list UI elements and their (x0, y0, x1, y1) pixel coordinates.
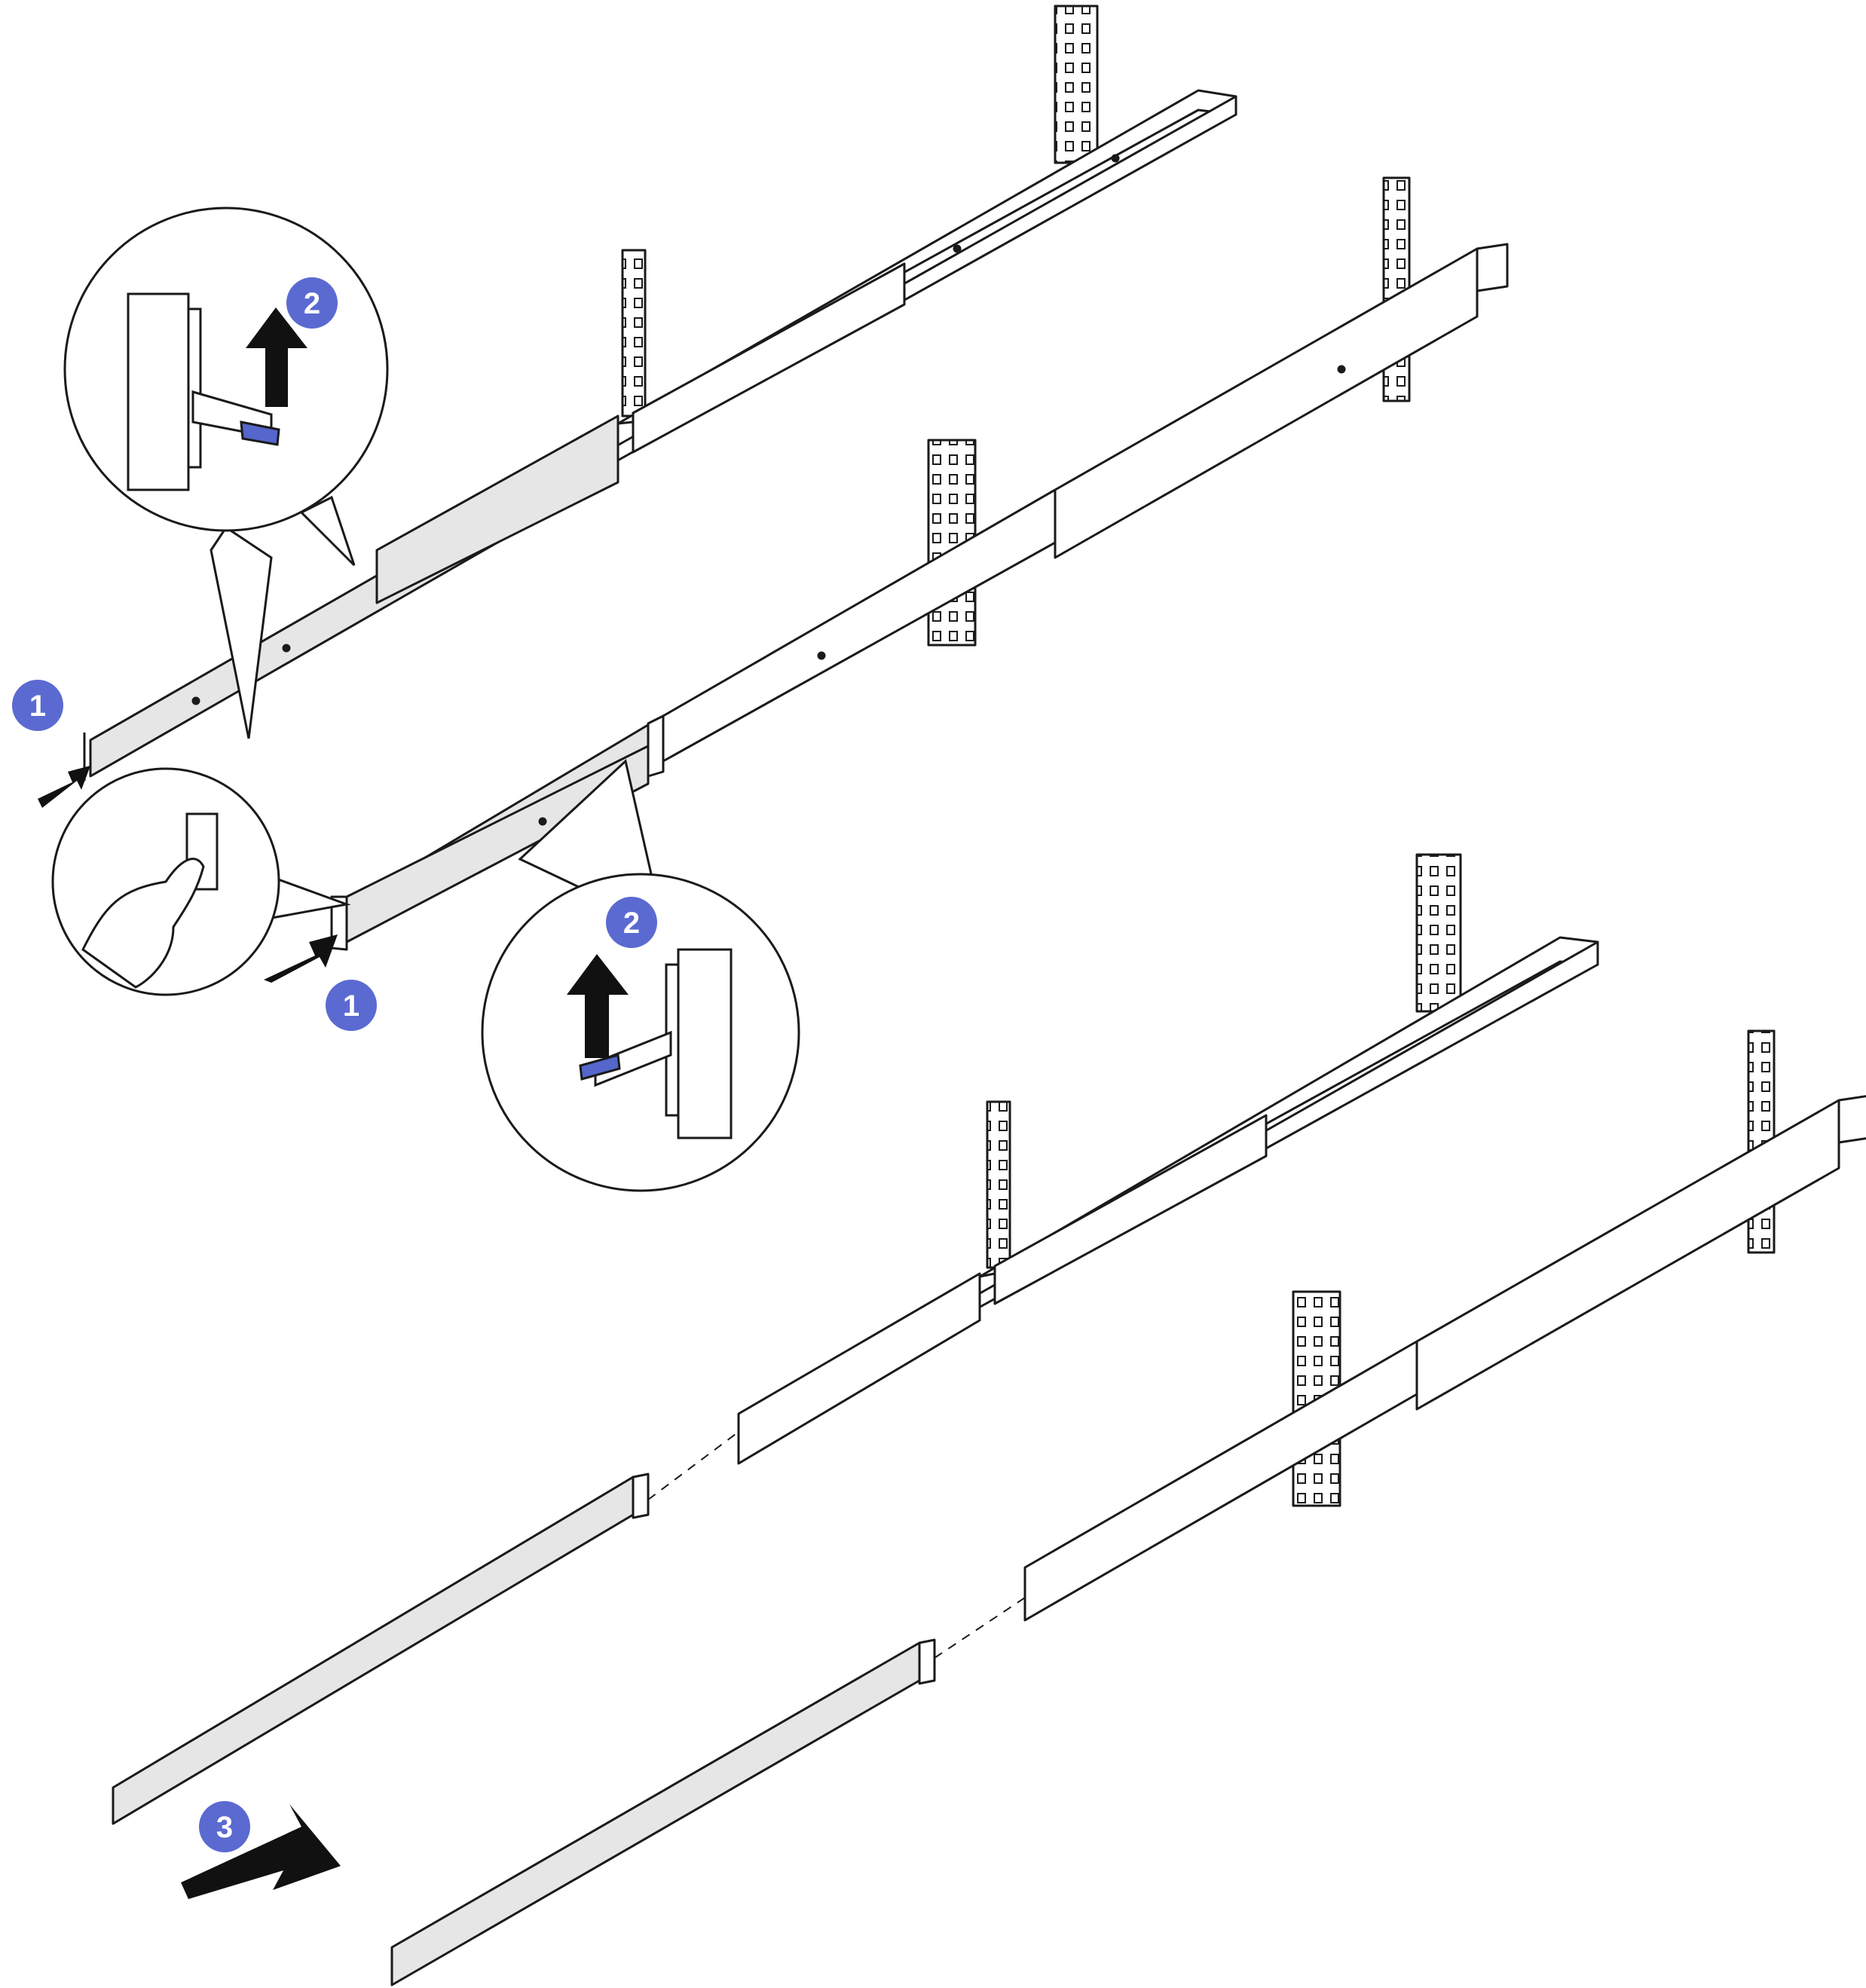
bottom-assembly (112, 853, 1866, 1986)
step-badge: 2 (606, 897, 657, 948)
lever-icon (579, 948, 733, 1139)
rack-post (1054, 5, 1099, 164)
arrow-icon (38, 766, 90, 808)
step-label: 3 (216, 1811, 233, 1844)
arrow-icon (246, 307, 307, 407)
rail-right-upper (330, 243, 1509, 951)
step-label: 1 (343, 989, 359, 1023)
step-label: 1 (29, 690, 46, 723)
step-badge: 2 (286, 277, 338, 329)
detached-rail-right (390, 1638, 936, 1986)
rack-post (621, 249, 647, 417)
rack-post (1415, 853, 1462, 1013)
step-badge: 1 (12, 680, 63, 731)
arrow-icon (567, 954, 629, 1058)
detached-rail-left (112, 1473, 650, 1825)
callout-lever-mid (481, 759, 800, 1192)
lever-icon (127, 292, 280, 491)
step-badge: 1 (326, 980, 377, 1031)
callout-hand (51, 767, 351, 996)
callout-lever-top (63, 206, 389, 739)
arrow-icon (264, 934, 338, 983)
alignment-guide (934, 1597, 1026, 1659)
rack-post (986, 1100, 1011, 1269)
step-label: 2 (623, 907, 640, 940)
rail-right-lower (1023, 1095, 1866, 1622)
step-badge: 3 (199, 1801, 250, 1852)
arrow-icon (181, 1804, 341, 1899)
step-label: 2 (304, 287, 320, 320)
top-assembly (83, 5, 1509, 951)
alignment-guide (647, 1431, 739, 1500)
rail-left-lower (737, 936, 1599, 1465)
hand-icon (81, 812, 219, 989)
rail-left-upper (83, 89, 1237, 781)
